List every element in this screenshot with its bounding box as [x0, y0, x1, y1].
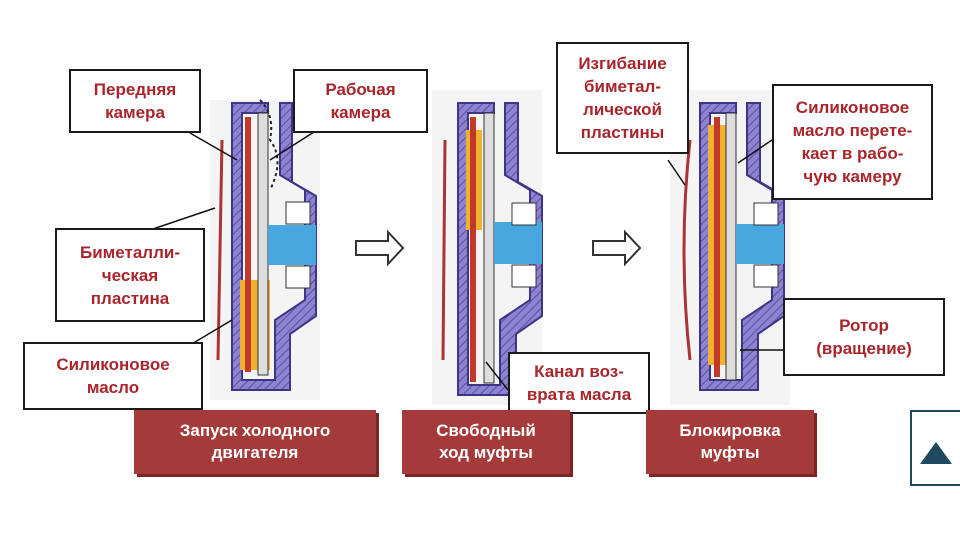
scroll-top-button[interactable] [910, 410, 960, 486]
label-silicone-oil: Силиконовое масло [23, 342, 203, 410]
housing [231, 102, 317, 391]
bimetal-plate [441, 139, 447, 361]
bearing-bottom [285, 265, 311, 289]
stage-cold-start: Запуск холодного двигателя [134, 410, 376, 474]
separator-plate [483, 112, 495, 384]
right-outline-arrow [355, 229, 405, 267]
shaft [494, 222, 542, 264]
separator-plate [257, 112, 269, 376]
flow-dots [259, 99, 279, 191]
clutch-locked [670, 90, 790, 405]
separator-plate [725, 112, 737, 381]
shaft [736, 224, 784, 264]
label-rotor: Ротор (вращение) [783, 298, 945, 376]
rotor-plate [245, 117, 251, 372]
label-work-chamber: Рабочая камера [293, 69, 428, 133]
stage-free-run: Свободный ход муфты [402, 410, 570, 474]
bearing-top [285, 201, 311, 225]
rotor-plate [470, 117, 476, 382]
up-triangle-icon [920, 442, 952, 464]
rotor-plate [714, 117, 720, 377]
bimetal-plate-bent [682, 139, 692, 361]
label-bending: Изгибание биметал- лической пластины [556, 42, 689, 154]
shaft [268, 225, 316, 265]
bearing-bottom [511, 264, 537, 288]
housing [457, 102, 543, 396]
bearing-top [511, 202, 537, 226]
bimetal-plate [216, 139, 224, 361]
right-outline-arrow [592, 229, 642, 267]
clutch-cold-start [210, 99, 320, 400]
bearing-bottom [753, 264, 779, 288]
label-bimetal-plate: Биметалли- ческая пластина [55, 228, 205, 322]
housing [699, 102, 785, 391]
bearing-top [753, 202, 779, 226]
label-return-channel: Канал воз- врата масла [508, 352, 650, 414]
label-front-chamber: Передняя камера [69, 69, 201, 133]
stage-locked: Блокировка муфты [646, 410, 814, 474]
label-silicone-flow: Силиконовое масло перете- кает в рабо- ч… [772, 84, 933, 200]
